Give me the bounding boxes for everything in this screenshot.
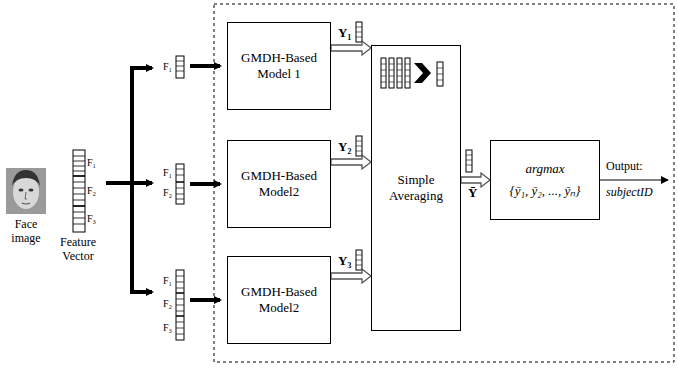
signal-label: Ȳ — [467, 186, 478, 199]
feature-label: F₁ — [163, 275, 172, 287]
input-arrows — [190, 66, 220, 300]
sub-vectors — [176, 56, 184, 340]
dashed-region — [214, 4, 674, 362]
signal-label: Y₃ — [337, 254, 352, 267]
node-text: GMDH-Based Model 1 — [234, 50, 324, 83]
output-value: subjectID — [606, 186, 653, 200]
feature-label: F₁ — [87, 157, 96, 169]
averaging-box: Simple Averaging — [371, 45, 461, 331]
model-box: GMDH-Based Model 1 — [227, 22, 331, 110]
feature-label: F₃ — [163, 322, 172, 334]
hollow-arrow — [331, 155, 371, 169]
branch-arrows — [106, 66, 152, 294]
image-caption: Face image — [4, 218, 48, 246]
hollow-arrow — [331, 269, 371, 283]
feature-label: F₂ — [163, 187, 172, 199]
hollow-arrow — [461, 173, 490, 187]
node-text: GMDH-Based Model2 — [234, 168, 324, 201]
output-vector-icons — [356, 22, 472, 270]
model-box: GMDH-Based Model2 — [227, 256, 331, 344]
feature-label: F₂ — [87, 185, 96, 197]
node-text: {ȳ₁, ȳ₂, ..., ȳₙ} — [510, 183, 581, 199]
vector-caption: Feature Vector — [54, 236, 102, 264]
feature-label: F₂ — [163, 298, 172, 310]
node-text: Simple Averaging — [378, 172, 454, 205]
model-box: GMDH-Based Model2 — [227, 140, 331, 228]
argmax-box: argmax {ȳ₁, ȳ₂, ..., ȳₙ} — [490, 140, 600, 220]
feature-vector-bar — [73, 150, 85, 232]
hollow-arrow — [331, 41, 371, 55]
output-label: Output: — [606, 160, 643, 174]
face-photo — [6, 168, 46, 214]
output-arrow — [600, 179, 668, 180]
feature-label: F₃ — [87, 213, 96, 225]
feature-label: F₁ — [163, 61, 172, 73]
signal-label: Y₁ — [337, 26, 352, 39]
node-text: argmax — [525, 161, 564, 177]
feature-label: F₁ — [163, 167, 172, 179]
signal-label: Y₂ — [337, 140, 352, 153]
averaging-glyph — [381, 58, 443, 88]
node-text: GMDH-Based Model2 — [234, 284, 324, 317]
